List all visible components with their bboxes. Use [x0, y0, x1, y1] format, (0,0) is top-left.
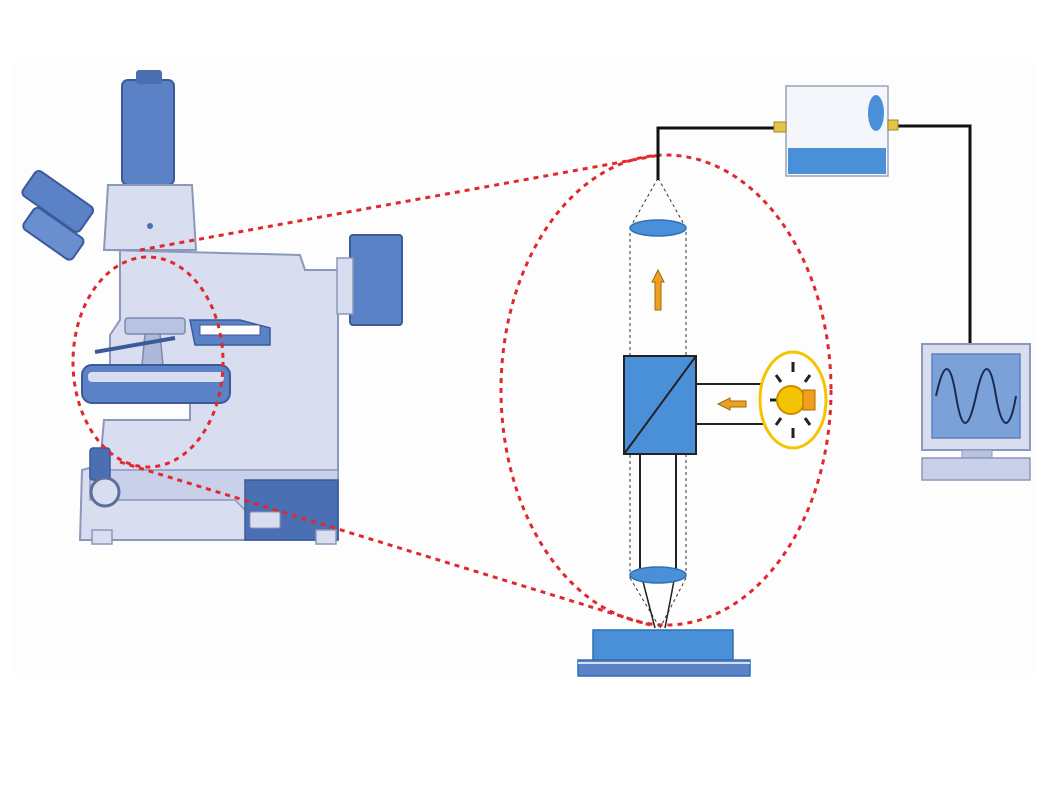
- zoom-source-circle: [71, 255, 225, 469]
- lens-bottom-icon: [629, 566, 687, 584]
- zoom-detail-circle: [499, 153, 833, 627]
- zoom-line-bottom: [119, 460, 651, 627]
- zoom-line-top: [139, 153, 661, 252]
- arrow-up-icon: [651, 268, 665, 311]
- microscope-icon: [21, 70, 403, 545]
- sample-stage-icon: [577, 629, 751, 677]
- beam-splitter-icon: [623, 355, 697, 455]
- spectrometer-icon: [773, 85, 899, 177]
- lamp-icon: [758, 350, 828, 450]
- lens-top-icon: [629, 219, 687, 237]
- zoom-indicator: [71, 153, 833, 627]
- monitor-icon: [921, 343, 1031, 481]
- fiber-cable: [656, 124, 972, 344]
- arrow-left-icon: [716, 397, 747, 411]
- optical-path: [577, 177, 828, 677]
